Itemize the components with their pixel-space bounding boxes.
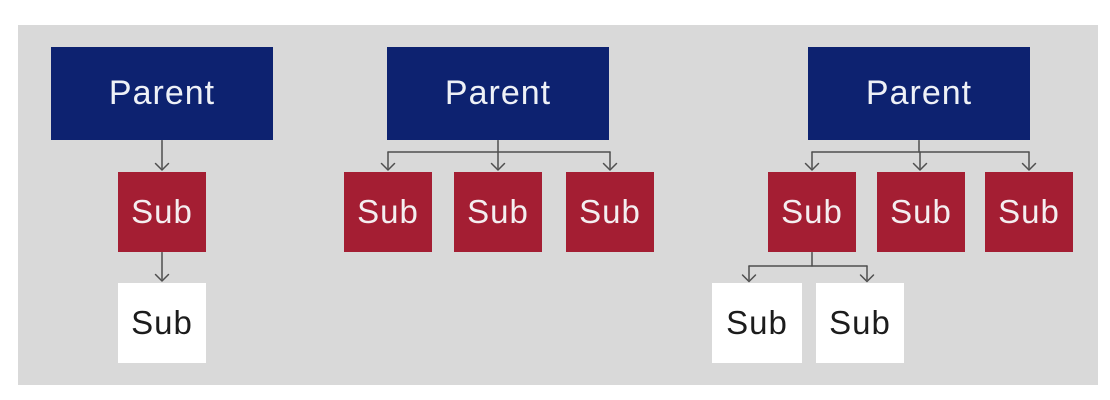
tree3-sub-node-2: Sub — [877, 172, 965, 252]
tree2-sub-node-1: Sub — [344, 172, 432, 252]
tree3-leaf-node-2: Sub — [816, 283, 904, 363]
tree3-parent-node: Parent — [808, 47, 1030, 140]
tree2-sub-node-2: Sub — [454, 172, 542, 252]
tree3-leaf-node-1: Sub — [712, 283, 802, 363]
tree3-sub-node-1: Sub — [768, 172, 856, 252]
tree1-leaf-node: Sub — [118, 283, 206, 363]
tree2-parent-node: Parent — [387, 47, 609, 140]
tree3-sub-node-3: Sub — [985, 172, 1073, 252]
tree2-sub-node-3: Sub — [566, 172, 654, 252]
tree1-parent-node: Parent — [51, 47, 273, 140]
tree1-sub-node: Sub — [118, 172, 206, 252]
